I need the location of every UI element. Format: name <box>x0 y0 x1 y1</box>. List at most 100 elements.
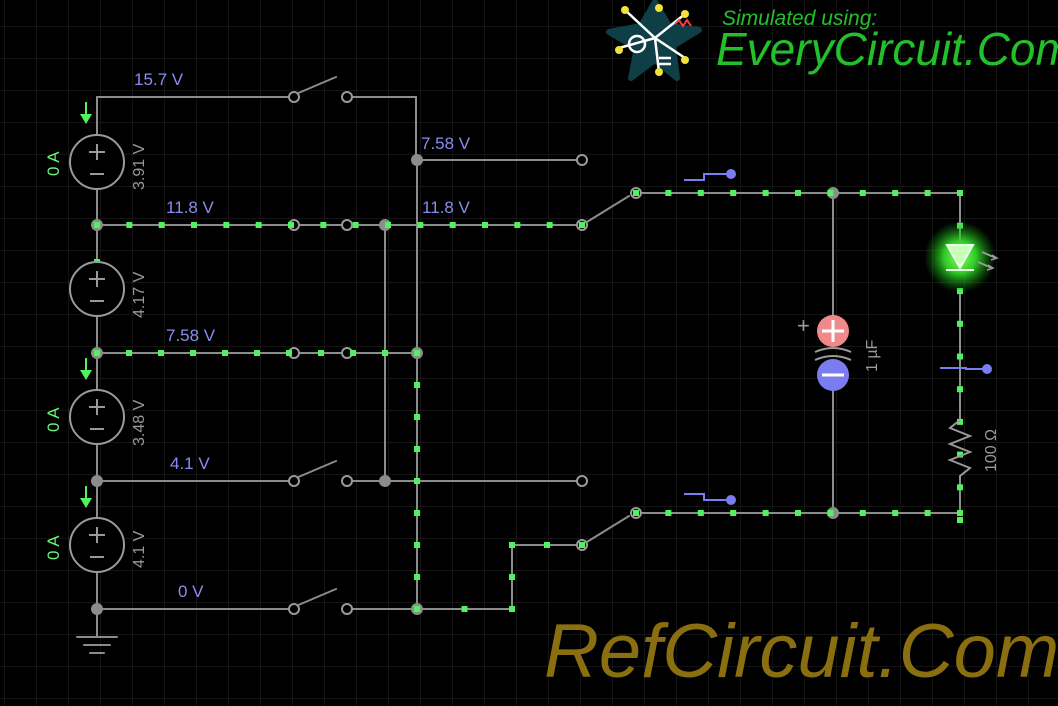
current-dot <box>665 190 672 196</box>
switch-terminal[interactable] <box>576 154 588 166</box>
switch-terminal[interactable] <box>341 219 353 231</box>
light-ray-icon <box>977 251 997 269</box>
current-dot <box>449 222 456 228</box>
switch-terminal[interactable] <box>341 475 353 487</box>
voltage-label-rail-1-left: 11.8 V <box>166 198 215 217</box>
current-dot <box>414 478 420 484</box>
current-dot <box>320 222 327 228</box>
watermark-refcircuit: RefCircuit.Com <box>544 609 1058 694</box>
switch-terminal[interactable] <box>341 91 353 103</box>
source-3-voltage-label: 3.48 V <box>131 399 148 446</box>
current-dot <box>957 320 963 327</box>
source-2-voltage-label: 4.17 V <box>131 271 148 318</box>
voltage-source-2[interactable] <box>69 261 125 317</box>
probe-icon <box>684 169 736 181</box>
switch-terminal[interactable] <box>288 91 300 103</box>
current-dot <box>414 446 420 452</box>
probe-icon <box>684 493 736 505</box>
voltage-label-rail-3: 4.1 V <box>170 454 210 473</box>
voltage-source-1[interactable] <box>69 134 125 190</box>
current-dot <box>191 222 197 228</box>
current-dot <box>414 414 420 420</box>
current-dot <box>414 606 420 612</box>
current-dot <box>286 350 292 356</box>
voltage-label-top-rail: 15.7 V <box>134 70 184 89</box>
switch-probes <box>684 169 992 505</box>
current-dot <box>762 190 769 196</box>
current-dot <box>892 190 899 196</box>
probe-icon <box>940 364 992 374</box>
current-dot <box>827 510 834 516</box>
current-dot <box>795 190 801 196</box>
source-4-current-label: 0 A <box>44 535 63 560</box>
current-dot <box>892 510 899 516</box>
voltage-source-4[interactable] <box>69 517 125 573</box>
current-arrow-icon <box>80 102 92 124</box>
voltage-label-switch-right-top: 7.58 V <box>421 134 471 153</box>
led[interactable] <box>924 221 999 293</box>
voltage-label-rail-ground: 0 V <box>178 582 204 601</box>
source-1-voltage-label: 3.91 V <box>131 143 148 190</box>
current-dot <box>255 222 262 228</box>
current-dot <box>762 510 769 516</box>
current-dot <box>544 542 550 548</box>
switch-terminal[interactable] <box>288 603 300 615</box>
resistor[interactable] <box>947 419 973 480</box>
current-dot <box>579 222 585 228</box>
current-dot <box>579 542 585 548</box>
current-dot <box>318 350 324 356</box>
switch-terminal[interactable] <box>288 475 300 487</box>
everycircuit-logo-icon <box>606 0 702 81</box>
current-dot <box>633 510 639 516</box>
voltage-source-3[interactable] <box>69 389 125 445</box>
current-dot <box>158 222 165 228</box>
voltage-sources <box>69 134 125 573</box>
switch-terminal[interactable] <box>341 603 353 615</box>
current-dot <box>957 190 963 196</box>
current-dot <box>957 517 963 523</box>
current-dot <box>697 190 704 196</box>
resistor-value-label: 100 Ω <box>983 429 1000 472</box>
capacitor[interactable] <box>814 315 852 391</box>
wire-spdt-lower <box>581 515 630 546</box>
current-dot <box>957 510 963 516</box>
junction-node <box>379 475 391 487</box>
current-dot <box>94 222 100 228</box>
current-dot <box>633 190 639 196</box>
current-dot <box>414 542 420 548</box>
current-dot <box>924 190 931 196</box>
current-dot <box>222 350 228 356</box>
current-dot <box>509 542 515 548</box>
current-dot <box>414 382 420 388</box>
ground-symbol <box>76 608 118 654</box>
current-dot <box>382 350 388 356</box>
switch-terminal[interactable] <box>576 475 588 487</box>
current-dot <box>254 350 260 356</box>
watermark-everycircuit: EveryCircuit.Com <box>716 23 1058 75</box>
current-dot <box>730 510 737 516</box>
current-dot <box>461 606 468 612</box>
current-dot <box>859 510 866 516</box>
voltage-label-rail-2: 7.58 V <box>166 326 216 345</box>
current-arrow-icon <box>80 358 92 380</box>
current-dot <box>414 510 420 516</box>
current-arrows <box>80 102 92 508</box>
current-dot <box>827 190 834 196</box>
source-3-current-label: 0 A <box>44 407 63 432</box>
current-dot <box>957 418 963 425</box>
current-dot <box>859 190 866 196</box>
current-dot <box>924 510 931 516</box>
current-dot <box>509 574 515 580</box>
current-dot <box>546 222 553 228</box>
current-dot <box>414 574 420 580</box>
current-dot <box>414 350 420 356</box>
watermark-simulated-using: Simulated using: <box>722 7 877 30</box>
junction-node <box>91 603 103 615</box>
current-dot <box>190 350 196 356</box>
current-dot <box>697 510 704 516</box>
current-dot <box>158 350 164 356</box>
capacitor-value-label: 1 µF <box>864 339 881 372</box>
source-1-current-label: 0 A <box>44 151 63 176</box>
current-dot <box>509 606 515 612</box>
